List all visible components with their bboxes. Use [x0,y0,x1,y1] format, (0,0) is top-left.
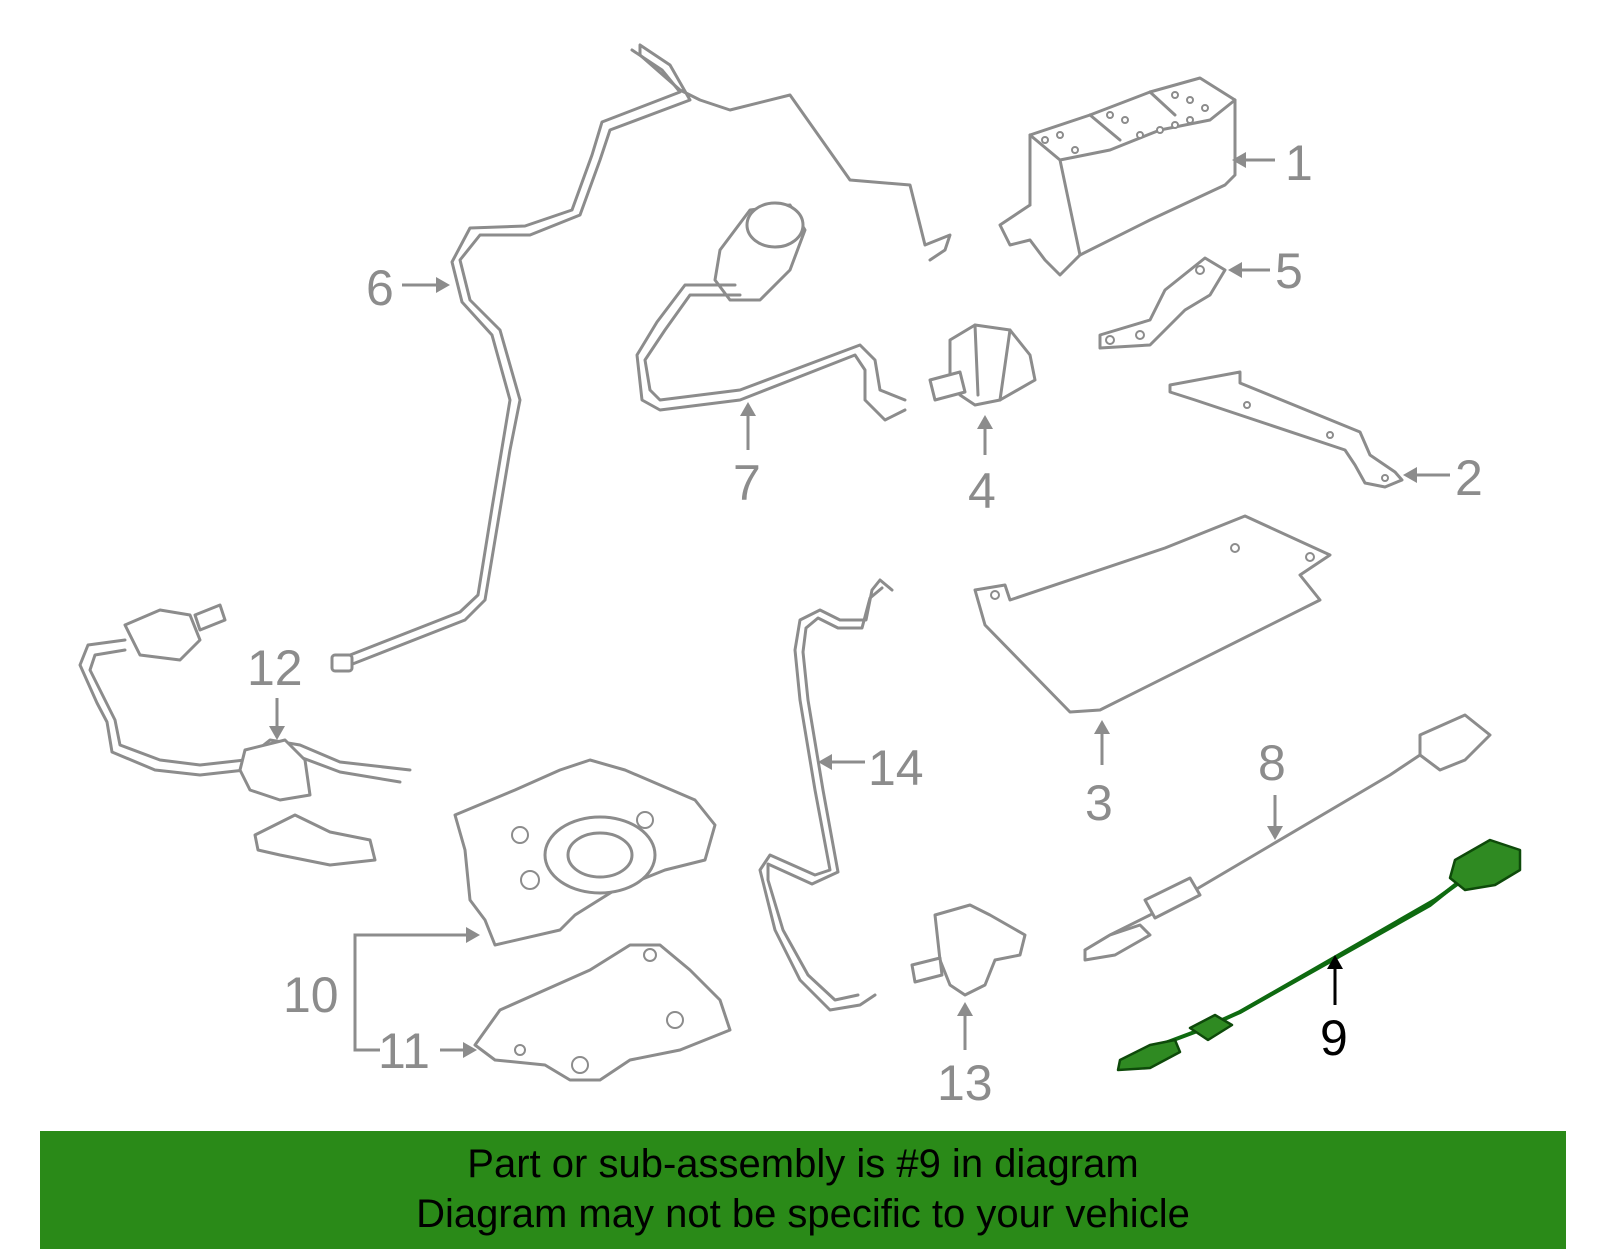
callout-4: 4 [968,463,996,519]
part-13-solenoid[interactable] [910,903,1027,997]
part-12-valve[interactable] [78,603,412,867]
part-9-sensor-highlighted[interactable] [1116,838,1522,1072]
leader-6 [402,277,450,293]
part-7-hose[interactable] [635,201,907,422]
callout-10: 10 [283,967,339,1023]
leader-11 [440,1042,477,1058]
callout-7: 7 [733,455,761,511]
leader-14 [818,754,865,770]
leader-3 [1094,720,1110,765]
part-11-gasket[interactable] [473,943,732,1082]
callout-3: 3 [1085,775,1113,831]
leader-12 [269,698,285,740]
leader-10 [353,927,480,1052]
info-banner: Part or sub-assembly is #9 in diagram Di… [40,1131,1566,1249]
part-14-tube[interactable] [758,578,894,1012]
callout-9: 9 [1320,1010,1348,1066]
banner-line-part: Part or sub-assembly is #9 in diagram [467,1142,1139,1186]
leader-7 [740,402,756,450]
callout-6: 6 [366,260,394,316]
part-10-housing[interactable] [453,758,717,947]
part-4-valve[interactable] [928,323,1037,407]
leader-13 [957,1002,973,1050]
callout-14: 14 [868,740,924,796]
part-5-bracket[interactable] [1098,256,1227,350]
callout-2: 2 [1455,450,1483,506]
leader-9 [1327,955,1343,1005]
part-8-sensor[interactable] [1083,713,1492,962]
banner-line-disclaimer: Diagram may not be specific to your vehi… [416,1192,1190,1236]
part-3-shield[interactable] [973,514,1332,714]
part-6-tube[interactable] [330,43,952,673]
callout-5: 5 [1275,243,1303,299]
callout-12: 12 [247,640,303,696]
leader-1 [1232,152,1275,168]
leader-5 [1228,262,1270,278]
part-2-bracket[interactable] [1168,370,1404,489]
leader-8 [1267,795,1283,840]
callout-13: 13 [937,1055,993,1111]
part-1-canister[interactable] [998,76,1237,277]
callout-11: 11 [378,1023,430,1079]
callout-1: 1 [1285,135,1313,191]
leader-2 [1403,467,1450,483]
leader-4 [977,415,993,455]
callout-8: 8 [1258,735,1286,791]
